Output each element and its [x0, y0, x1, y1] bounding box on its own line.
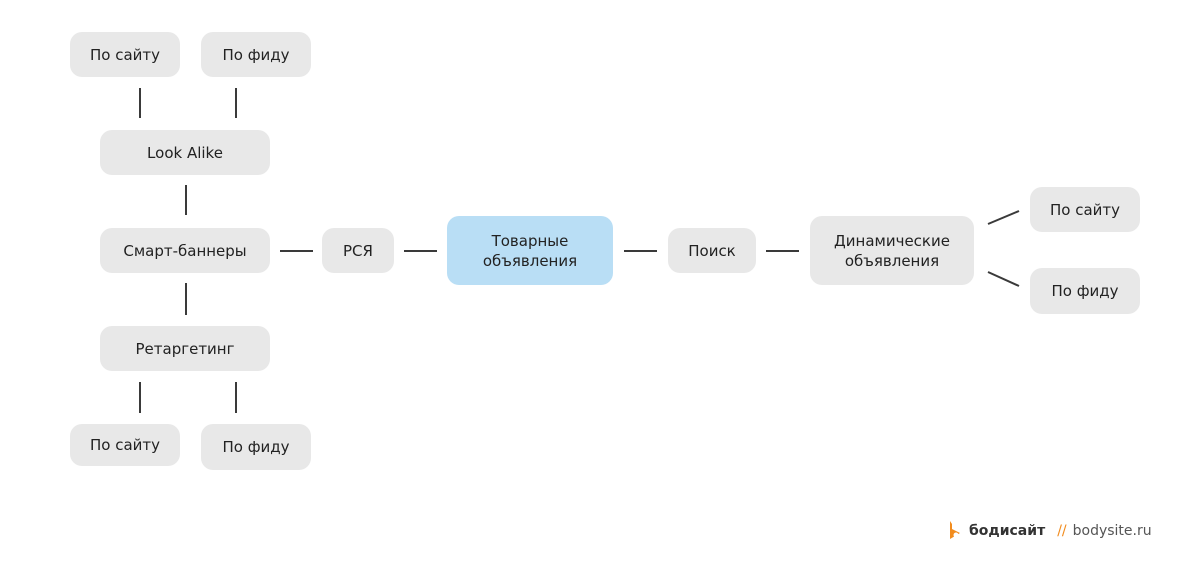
connector-look-alike-to-smart-banners [185, 185, 187, 215]
brand-separator: // [1057, 523, 1067, 539]
connector-dynamic-ads-to-right-feed [987, 271, 1020, 287]
connector-smart-banners-to-rsya [280, 250, 313, 252]
connector-search-to-dynamic-ads [766, 250, 799, 252]
connector-top-feed-to-look-alike [235, 88, 237, 118]
node-po-fidu-bottom: По фиду [201, 424, 311, 470]
brand-site: bodysite.ru [1072, 523, 1152, 539]
node-po-fidu-top: По фиду [201, 32, 311, 77]
connector-smart-banners-to-retargeting [185, 283, 187, 315]
brand-footer: бодисайт // bodysite.ru [947, 517, 1177, 545]
node-search: Поиск [668, 228, 756, 273]
bodysite-logo-icon [950, 521, 960, 539]
connector-dynamic-ads-to-right-site [987, 210, 1020, 225]
brand-name: бодисайт [969, 523, 1046, 539]
connector-retargeting-to-bottom-feed [235, 382, 237, 413]
diagonal-connectors [987, 210, 1020, 287]
node-product-ads: Товарные объявления [447, 216, 613, 285]
connector-retargeting-to-bottom-site [139, 382, 141, 413]
node-rsya: РСЯ [322, 228, 394, 273]
connector-top-site-to-look-alike [139, 88, 141, 118]
node-po-fidu-right: По фиду [1030, 268, 1140, 314]
node-smart-banners: Смарт-баннеры [100, 228, 270, 273]
connector-rsya-to-product-ads [404, 250, 437, 252]
node-po-saytu-top: По сайту [70, 32, 180, 77]
node-dynamic-ads: Динамические объявления [810, 216, 974, 285]
node-retargeting: Ретаргетинг [100, 326, 270, 371]
node-po-saytu-bottom: По сайту [70, 424, 180, 466]
node-look-alike: Look Alike [100, 130, 270, 175]
node-po-saytu-right: По сайту [1030, 187, 1140, 232]
connector-product-ads-to-search [624, 250, 657, 252]
